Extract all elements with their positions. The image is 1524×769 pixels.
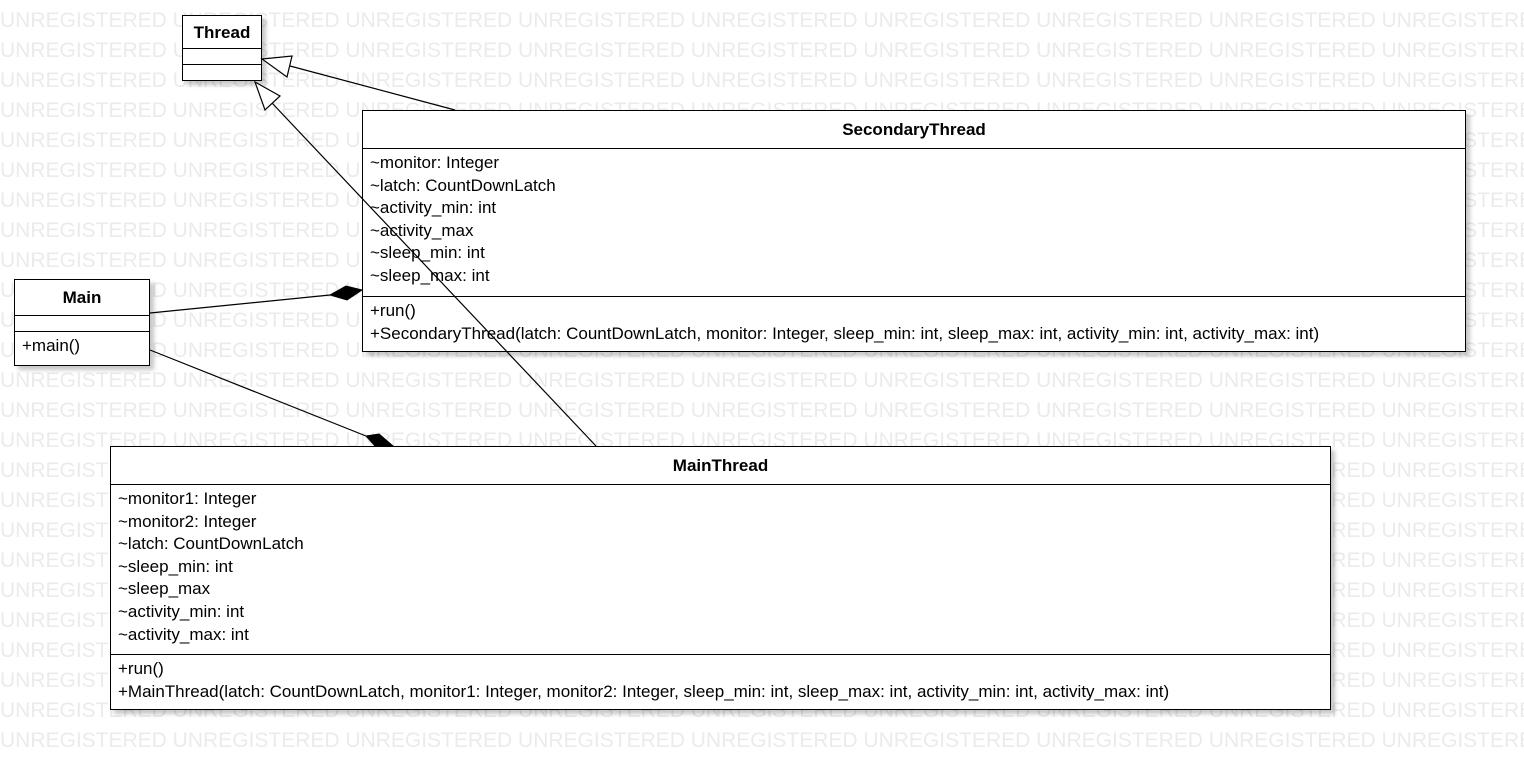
class-thread-operations: [183, 65, 261, 80]
class-main[interactable]: Main +main(): [14, 279, 150, 366]
operation-row: +run(): [370, 301, 416, 320]
class-secondary-thread-operations: +run() +SecondaryThread(latch: CountDown…: [363, 297, 1465, 345]
class-secondary-thread-attributes: ~monitor: Integer ~latch: CountDownLatch…: [363, 149, 1465, 297]
attribute-row: ~monitor2: Integer: [118, 511, 257, 531]
attribute-row: ~latch: CountDownLatch: [370, 175, 556, 195]
watermark-row: UNREGISTERED UNREGISTERED UNREGISTERED U…: [0, 9, 1524, 32]
class-main-operations: +main(): [15, 332, 149, 358]
attribute-row: ~monitor: Integer: [370, 153, 499, 172]
attribute-row: ~activity_min: int: [370, 198, 497, 218]
operation-row: +SecondaryThread(latch: CountDownLatch, …: [370, 323, 1320, 343]
class-main-name: Main: [15, 280, 149, 316]
attribute-row: ~monitor1: Integer: [118, 489, 257, 508]
watermark-row: UNREGISTERED UNREGISTERED UNREGISTERED U…: [0, 729, 1524, 752]
watermark-row: UNREGISTERED UNREGISTERED UNREGISTERED U…: [0, 399, 1524, 422]
class-main-attributes: [15, 316, 149, 332]
class-thread-attributes: [183, 49, 261, 65]
attribute-row: ~sleep_min: int: [370, 243, 485, 263]
attribute-row: ~activity_max: int: [118, 624, 249, 644]
class-main-thread-attributes: ~monitor1: Integer ~monitor2: Integer ~l…: [111, 485, 1330, 655]
watermark-row: UNREGISTERED UNREGISTERED UNREGISTERED U…: [0, 39, 1524, 62]
attribute-row: ~sleep_min: int: [118, 556, 233, 576]
class-main-operation: +main(): [22, 336, 81, 355]
class-secondary-thread[interactable]: SecondaryThread ~monitor: Integer ~latch…: [362, 110, 1466, 352]
operation-row: +run(): [118, 659, 164, 678]
attribute-row: ~activity_max: [370, 220, 474, 240]
class-main-thread[interactable]: MainThread ~monitor1: Integer ~monitor2:…: [110, 446, 1331, 710]
operation-row: +MainThread(latch: CountDownLatch, monit…: [118, 681, 1170, 701]
attribute-row: ~latch: CountDownLatch: [118, 534, 304, 554]
class-secondary-thread-name: SecondaryThread: [363, 111, 1465, 149]
attribute-row: ~sleep_max: [118, 579, 211, 599]
class-thread[interactable]: Thread: [182, 15, 262, 81]
class-main-thread-operations: +run() +MainThread(latch: CountDownLatch…: [111, 655, 1330, 703]
attribute-row: ~activity_min: int: [118, 601, 245, 621]
class-thread-name: Thread: [183, 16, 261, 49]
class-main-thread-name: MainThread: [111, 447, 1330, 485]
watermark-row: UNREGISTERED UNREGISTERED UNREGISTERED U…: [0, 369, 1524, 392]
attribute-row: ~sleep_max: int: [370, 265, 490, 285]
